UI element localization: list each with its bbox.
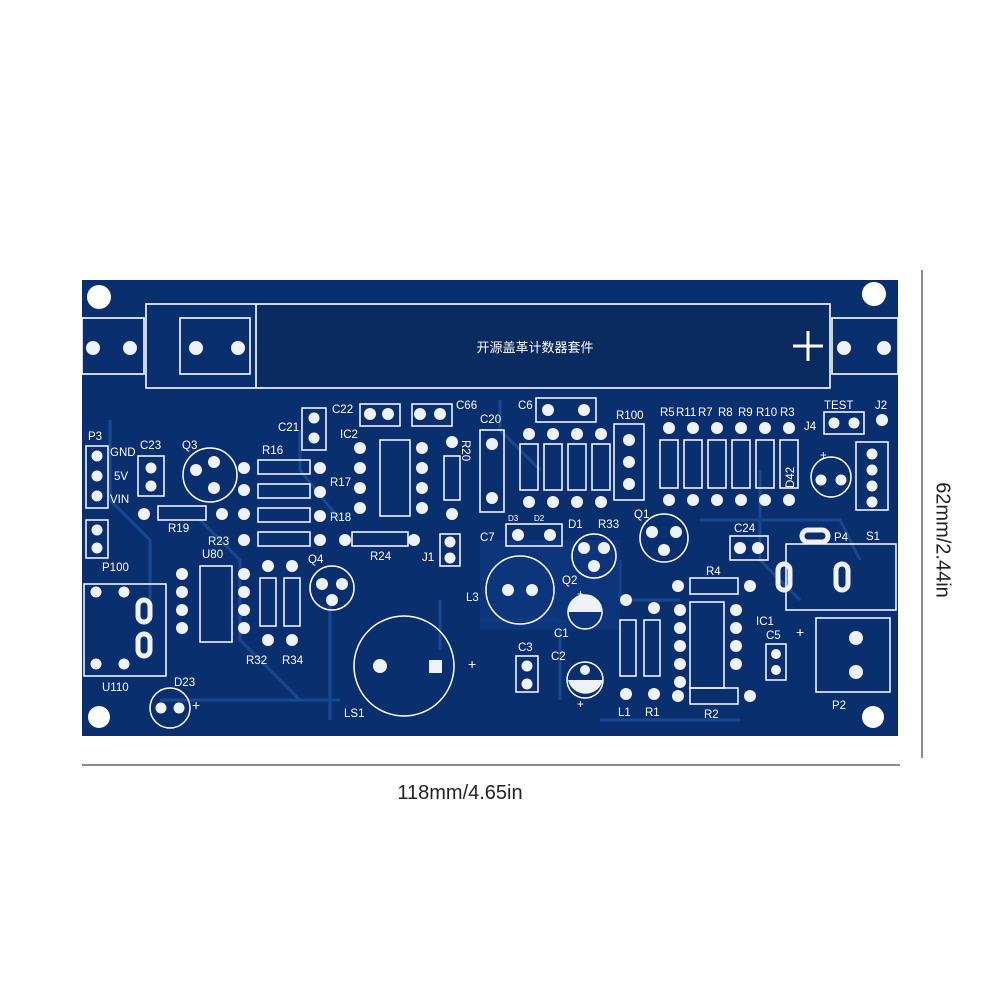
tube-plus-mark (793, 331, 823, 361)
copper-pour-area (480, 540, 620, 630)
svg-text:P100: P100 (102, 562, 129, 574)
svg-text:P3: P3 (88, 431, 102, 443)
svg-text:+: + (468, 656, 476, 672)
svg-text:C2: C2 (551, 651, 566, 663)
svg-text:D42: D42 (785, 467, 797, 488)
svg-text:C23: C23 (140, 440, 161, 452)
svg-text:R10: R10 (756, 407, 777, 419)
svg-text:R23: R23 (208, 536, 229, 548)
svg-text:Q3: Q3 (182, 440, 197, 452)
svg-text:D3: D3 (508, 514, 519, 523)
svg-text:R5: R5 (660, 407, 675, 419)
svg-text:R17: R17 (330, 477, 351, 489)
svg-text:L1: L1 (618, 707, 631, 719)
svg-text:P4: P4 (834, 532, 849, 544)
svg-text:D1: D1 (568, 519, 583, 531)
svg-text:R9: R9 (738, 407, 753, 419)
svg-text:L3: L3 (466, 592, 479, 604)
svg-text:P2: P2 (832, 700, 846, 712)
svg-text:5V: 5V (114, 471, 128, 483)
electrolytic-polarity-marks (568, 595, 603, 694)
svg-text:R11: R11 (676, 407, 696, 419)
svg-text:R1: R1 (645, 707, 660, 719)
svg-text:C22: C22 (332, 404, 353, 416)
svg-text:C20: C20 (480, 414, 501, 426)
board-title: 开源盖革计数器套件 (476, 340, 593, 356)
svg-text:R3: R3 (780, 407, 795, 419)
svg-text:J1: J1 (422, 552, 434, 564)
through-hole-pads (90, 404, 888, 714)
svg-text:GND: GND (110, 447, 136, 459)
svg-text:TEST: TEST (824, 400, 853, 412)
svg-text:U80: U80 (202, 549, 223, 561)
svg-text:R32: R32 (246, 655, 267, 667)
svg-text:C5: C5 (766, 630, 781, 642)
svg-text:R20: R20 (459, 440, 471, 461)
tube-pads (86, 341, 891, 355)
width-dimension-label: 118mm/4.65in (397, 782, 523, 804)
svg-text:+: + (577, 589, 584, 601)
svg-text:C6: C6 (518, 400, 533, 412)
svg-text:C7: C7 (480, 532, 495, 544)
svg-text:S1: S1 (866, 531, 880, 543)
svg-text:R2: R2 (704, 709, 719, 721)
svg-text:C24: C24 (734, 523, 756, 535)
connector-pads (849, 631, 863, 679)
svg-text:+: + (820, 450, 827, 462)
svg-text:R16: R16 (262, 445, 283, 457)
svg-text:+: + (796, 624, 804, 640)
tube-outline (81, 303, 899, 389)
svg-text:R19: R19 (168, 523, 189, 535)
buzzer-square-pad (429, 660, 442, 673)
svg-text:C21: C21 (278, 422, 299, 434)
svg-text:R8: R8 (718, 407, 733, 419)
mounting-holes (87, 282, 886, 728)
svg-text:J4: J4 (804, 421, 817, 433)
svg-text:IC1: IC1 (756, 616, 774, 628)
tube-body (258, 306, 828, 386)
svg-text:R4: R4 (706, 566, 721, 578)
svg-text:Q2: Q2 (562, 575, 577, 587)
svg-text:+: + (577, 699, 584, 711)
svg-text:D2: D2 (534, 514, 545, 523)
svg-text:C3: C3 (518, 642, 533, 654)
height-dimension-label: 62mm/2.44in (931, 482, 954, 598)
svg-text:C1: C1 (554, 628, 569, 640)
svg-text:VIN: VIN (110, 494, 129, 506)
svg-text:+: + (192, 697, 200, 713)
svg-text:R100: R100 (616, 410, 644, 422)
svg-text:R33: R33 (598, 519, 619, 531)
svg-text:LS1: LS1 (344, 708, 364, 720)
svg-text:U110: U110 (102, 682, 129, 694)
svg-text:R34: R34 (282, 655, 304, 667)
svg-text:C66: C66 (456, 400, 477, 412)
silkscreen-labels: P3 GND 5V VIN C23 Q3 R16 C21 C22 C66 IC2… (88, 400, 887, 721)
svg-text:R18: R18 (330, 512, 351, 524)
svg-text:J2: J2 (875, 400, 887, 412)
svg-text:R24: R24 (370, 551, 392, 563)
slot-pads (135, 527, 851, 659)
svg-text:Q4: Q4 (308, 554, 324, 566)
svg-text:D23: D23 (174, 677, 195, 689)
svg-text:R7: R7 (698, 407, 713, 419)
svg-text:Q1: Q1 (634, 509, 649, 521)
svg-text:IC2: IC2 (340, 429, 358, 441)
